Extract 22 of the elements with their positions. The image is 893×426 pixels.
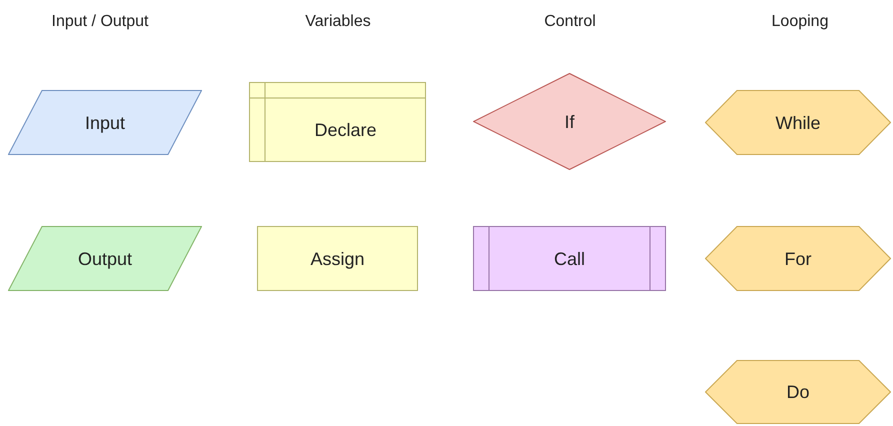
decision-diamond <box>473 73 666 170</box>
loop-hexagon <box>705 360 891 424</box>
column-heading: Control <box>544 12 596 32</box>
node-label: While <box>775 112 820 134</box>
column-heading: Input / Output <box>52 12 148 32</box>
loop-hexagon <box>705 226 891 291</box>
node-label: Input <box>84 112 126 134</box>
column-heading: Variables <box>305 12 371 32</box>
data-parallelogram <box>8 226 202 291</box>
internal-storage-box <box>249 82 426 162</box>
column-heading: Looping <box>772 12 828 32</box>
node-label: Call <box>554 248 585 270</box>
node-label: For <box>784 248 812 270</box>
data-parallelogram <box>8 90 202 155</box>
node-label: Output <box>78 248 132 270</box>
loop-hexagon <box>705 90 891 155</box>
node-label: Declare <box>314 119 377 141</box>
subroutine-box <box>473 226 666 291</box>
node-label: If <box>564 110 574 132</box>
process-box <box>257 226 418 291</box>
node-label: Do <box>786 381 810 403</box>
node-label: Assign <box>310 248 365 270</box>
